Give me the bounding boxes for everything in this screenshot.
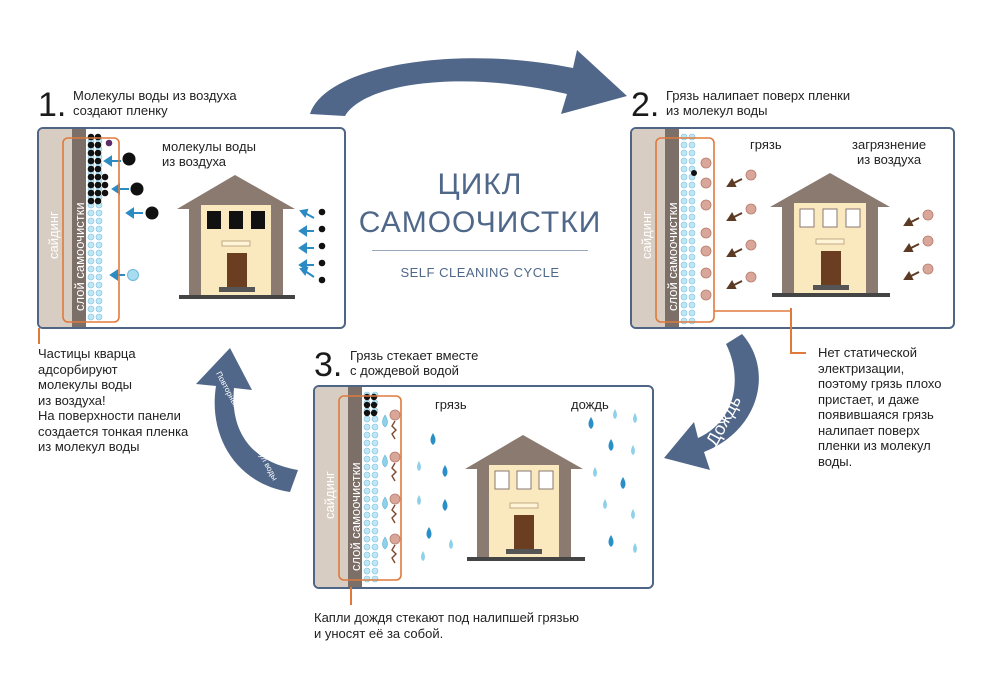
step2-panel: сайдинг слой самоочистки грязь загрязнен… bbox=[630, 127, 955, 329]
step1-title: Молекулы воды из воздуха создают пленку bbox=[73, 88, 237, 118]
step1-number: 1. bbox=[38, 86, 67, 124]
step2-number: 2. bbox=[631, 86, 660, 124]
step2-pollution-line1: загрязнение bbox=[852, 137, 927, 152]
step1-note-line: адсорбируют bbox=[38, 361, 118, 377]
step1-molecules-label: молекулы воды из воздуха bbox=[162, 139, 256, 169]
step2-layer-label: слой самоочистки bbox=[665, 202, 680, 311]
step1-illustration bbox=[39, 129, 326, 327]
step1-molecules-line2: из воздуха bbox=[162, 154, 227, 169]
center-subtitle: SELF CLEANING CYCLE bbox=[400, 265, 560, 280]
step2-siding-label: сайдинг bbox=[639, 211, 654, 259]
step3-title: Грязь стекает вместе с дождевой водой bbox=[350, 348, 478, 378]
step1-note-line: молекулы воды bbox=[38, 377, 132, 392]
step1-note: Частицы кварца адсорбируют молекулы воды… bbox=[38, 346, 238, 455]
step2-pollution-line2: из воздуха bbox=[857, 152, 922, 167]
step1-note-line: На поверхности панели bbox=[38, 408, 181, 423]
step1-title-line1: Молекулы воды из воздуха bbox=[73, 88, 237, 103]
step3-rain-label: дождь bbox=[571, 397, 609, 412]
step2-title-line2: из молекул воды bbox=[666, 103, 768, 118]
step1-note-line: из молекул воды bbox=[38, 439, 140, 454]
step1-panel: сайдинг слой самоочистки молекулы воды и… bbox=[37, 127, 346, 329]
step3-note: Капли дождя стекают под налипшей грязью … bbox=[314, 610, 654, 641]
step3-note-line1: Капли дождя стекают под налипшей грязью bbox=[314, 610, 580, 625]
step3-dirt-label: грязь bbox=[435, 397, 467, 412]
step2-title: Грязь налипает поверх пленки из молекул … bbox=[666, 88, 850, 118]
step2-note: Нет статической электризации, поэтому гр… bbox=[818, 345, 988, 469]
step3-panel: сайдинг слой самоочистки грязь дождь bbox=[313, 385, 654, 589]
step2-note-line: электризации, bbox=[818, 360, 905, 376]
arrow-top bbox=[310, 50, 627, 116]
step3-layer-label: слой самоочистки bbox=[348, 462, 363, 571]
step1-molecules-line1: молекулы воды bbox=[162, 139, 256, 154]
step1-connector bbox=[38, 328, 40, 344]
step3-illustration bbox=[315, 387, 637, 587]
step2-pollution-label: загрязнение из воздуха bbox=[852, 137, 926, 167]
step1-note-line: создается тонкая пленка bbox=[38, 423, 189, 439]
step2-note-line: появившаяся грязь bbox=[818, 407, 934, 422]
center-title-line2: САМООЧИСТКИ bbox=[358, 206, 602, 239]
step2-note-line: Нет статической bbox=[818, 345, 918, 360]
step2-illustration bbox=[632, 129, 934, 327]
step3-title-line2: с дождевой водой bbox=[350, 363, 459, 378]
arrow-right bbox=[664, 334, 759, 470]
step2-connector-h bbox=[790, 352, 806, 354]
step2-note-line: пленки из молекул bbox=[818, 438, 931, 453]
step3-title-line1: Грязь стекает вместе bbox=[350, 348, 479, 363]
step2-title-line1: Грязь налипает поверх пленки bbox=[666, 88, 851, 103]
step3-connector bbox=[350, 587, 352, 605]
arrow-left bbox=[196, 348, 298, 492]
center-divider bbox=[372, 250, 588, 251]
step2-connector bbox=[790, 308, 792, 352]
step2-note-line: налипает поверх bbox=[818, 422, 920, 438]
step2-note-line: пристает, и даже bbox=[818, 391, 920, 407]
step3-siding-label: сайдинг bbox=[322, 471, 337, 519]
step2-note-line: поэтому грязь плохо bbox=[818, 376, 942, 391]
step2-note-line: воды. bbox=[818, 453, 853, 469]
center-title-line1: ЦИКЛ bbox=[437, 168, 523, 201]
step1-note-line: Частицы кварца bbox=[38, 346, 136, 361]
step1-layer-label: слой самоочистки bbox=[72, 202, 87, 311]
step2-dirt-label: грязь bbox=[750, 137, 782, 152]
step3-note-line2: и уносят её за собой. bbox=[314, 625, 444, 641]
step3-number: 3. bbox=[314, 346, 343, 384]
step1-siding-label: сайдинг bbox=[46, 211, 61, 259]
step1-title-line2: создают пленку bbox=[73, 103, 168, 118]
step1-note-line: из воздуха! bbox=[38, 392, 106, 408]
